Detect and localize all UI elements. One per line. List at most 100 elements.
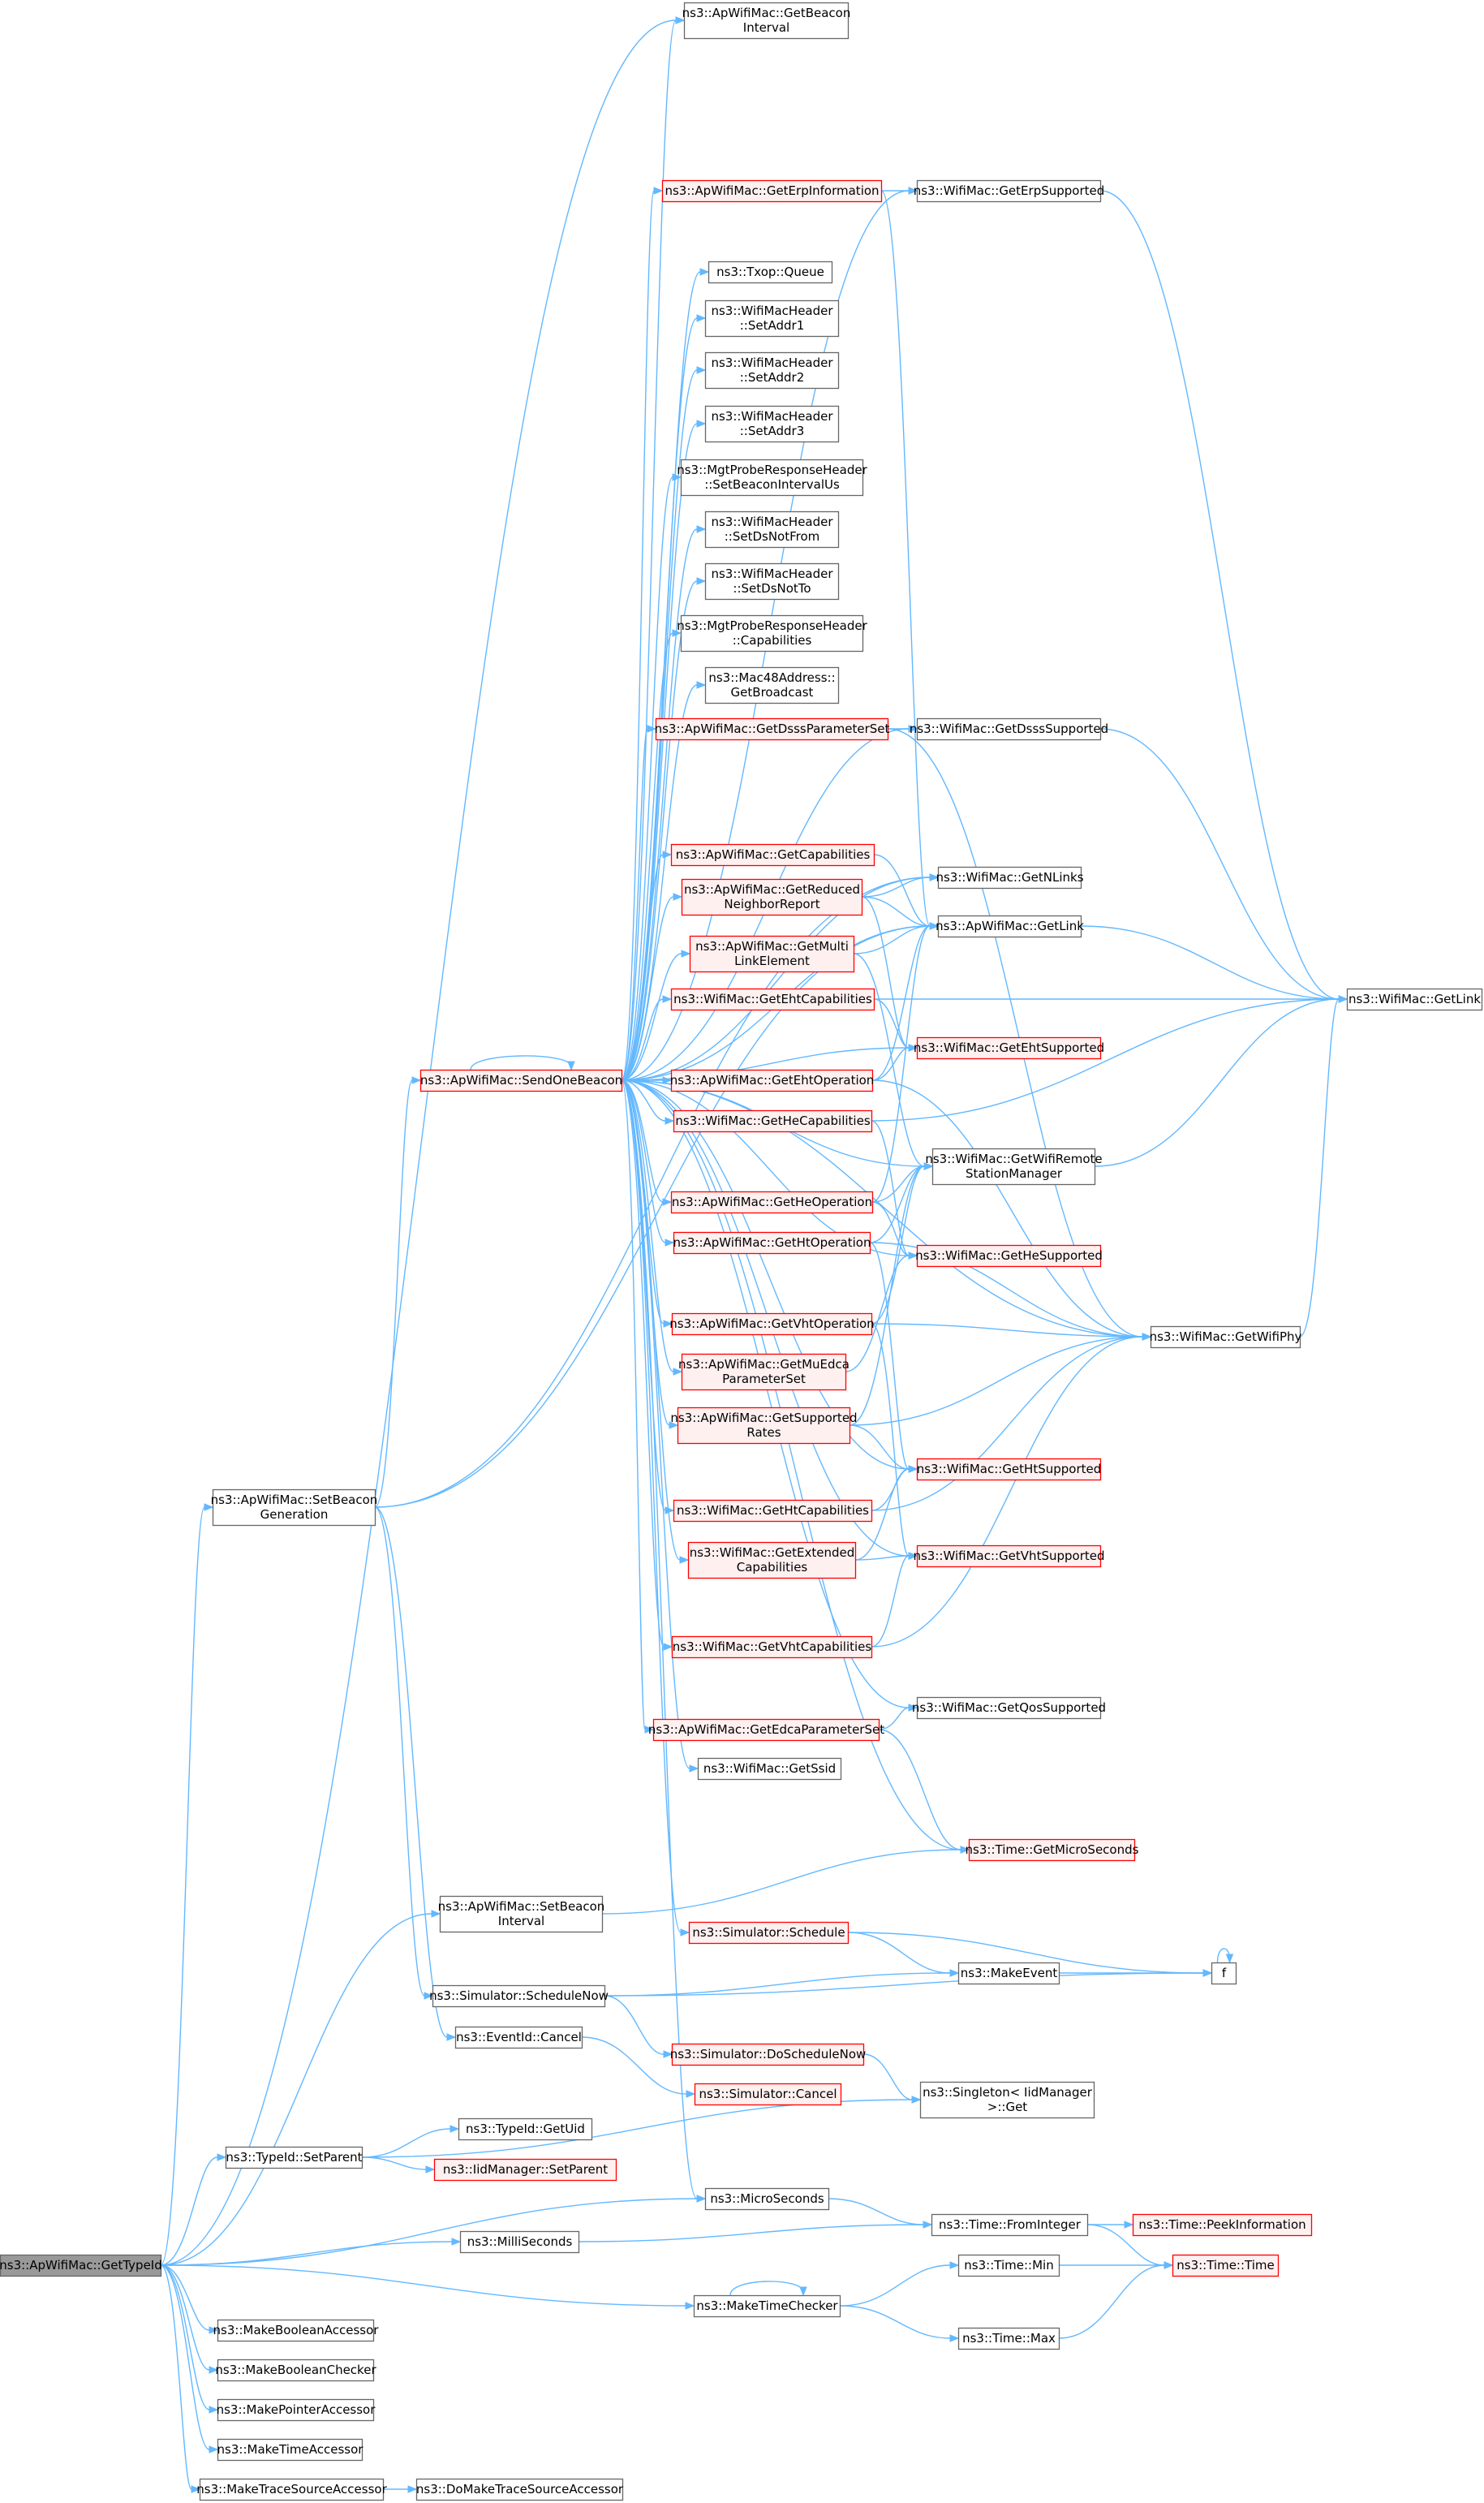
node-box xyxy=(670,843,875,867)
node-box xyxy=(688,1921,850,1945)
node-sendOneBeacon[interactable]: ns3::ApWifiMac::SendOneBeacon xyxy=(420,1069,622,1092)
node-box xyxy=(704,2187,830,2211)
node-makePtrAcc[interactable]: ns3::MakePointerAccessor xyxy=(217,2398,376,2422)
edge-root-to-makePtrAcc xyxy=(160,2264,219,2414)
node-typeIdSetParent[interactable]: ns3::TypeId::SetParent xyxy=(225,2146,363,2169)
node-setBeaconInterval[interactable]: ns3::ApWifiMac::SetBeaconInterval xyxy=(438,1895,605,1933)
edge-getVhtCap-to-getVhtSupported xyxy=(871,1552,918,1648)
node-getVhtSupported[interactable]: ns3::WifiMac::GetVhtSupported xyxy=(913,1544,1105,1568)
node-box xyxy=(1172,2254,1280,2277)
node-label: ns3::WifiMac::GetWifiRemote xyxy=(925,1152,1102,1166)
node-timeMax[interactable]: ns3::Time::Max xyxy=(957,2327,1060,2350)
node-getEdcaParam[interactable]: ns3::ApWifiMac::GetEdcaParameterSet xyxy=(648,1718,884,1742)
node-getHeCap[interactable]: ns3::WifiMac::GetHeCapabilities xyxy=(673,1109,873,1133)
node-getHtSupported[interactable]: ns3::WifiMac::GetHtSupported xyxy=(917,1458,1102,1481)
node-getNLinks[interactable]: ns3::WifiMac::GetNLinks xyxy=(936,866,1084,890)
node-label: ns3::MakeTimeChecker xyxy=(696,2298,838,2313)
node-makeTraceAcc[interactable]: ns3::MakeTraceSourceAccessor xyxy=(196,2478,388,2501)
node-makeBoolAcc[interactable]: ns3::MakeBooleanAccessor xyxy=(213,2319,380,2342)
node-wifiGetLink[interactable]: ns3::WifiMac::GetLink xyxy=(1346,988,1483,1011)
node-box xyxy=(217,2319,375,2342)
node-simScheduleNow[interactable]: ns3::Simulator::ScheduleNow xyxy=(429,1984,609,2008)
node-getMicroSeconds[interactable]: ns3::Time::GetMicroSeconds xyxy=(966,1838,1139,1862)
node-box xyxy=(217,2438,363,2462)
node-setBeaconIntervalUs[interactable]: ns3::MgtProbeResponseHeader::SetBeaconIn… xyxy=(677,459,868,497)
node-capabilities[interactable]: ns3::MgtProbeResponseHeader::Capabilitie… xyxy=(677,614,868,653)
node-getEhtCap[interactable]: ns3::WifiMac::GetEhtCapabilities xyxy=(670,988,875,1011)
node-getSsid[interactable]: ns3::WifiMac::GetSsid xyxy=(697,1757,842,1781)
node-setAddr3[interactable]: ns3::WifiMacHeader::SetAddr3 xyxy=(704,405,840,443)
node-apGetLink[interactable]: ns3::ApWifiMac::GetLink xyxy=(936,915,1084,938)
node-label: ::SetDsNotFrom xyxy=(725,529,820,544)
node-makeTimeChecker[interactable]: ns3::MakeTimeChecker xyxy=(693,2294,841,2318)
node-label: ::SetAddr3 xyxy=(740,424,805,438)
node-getHeSupported[interactable]: ns3::WifiMac::GetHeSupported xyxy=(915,1244,1103,1268)
node-txopQueue[interactable]: ns3::Txop::Queue xyxy=(708,261,833,284)
node-getVhtOp[interactable]: ns3::ApWifiMac::GetVhtOperation xyxy=(669,1312,875,1336)
node-singletonGet[interactable]: ns3::Singleton< IidManager>::Get xyxy=(919,2081,1095,2119)
node-getDsssParam[interactable]: ns3::ApWifiMac::GetDsssParameterSet xyxy=(655,717,890,741)
node-label: ns3::MgtProbeResponseHeader xyxy=(677,618,867,633)
node-label: ns3::ApWifiMac::GetReduced xyxy=(684,882,860,897)
node-simSchedule[interactable]: ns3::Simulator::Schedule xyxy=(688,1921,850,1945)
node-setAddr2[interactable]: ns3::WifiMacHeader::SetAddr2 xyxy=(704,351,840,390)
node-getEhtSupported[interactable]: ns3::WifiMac::GetEhtSupported xyxy=(914,1036,1104,1060)
edge-sendOneBeacon-to-getMuEdca xyxy=(621,1079,683,1376)
node-simCancel[interactable]: ns3::Simulator::Cancel xyxy=(694,2083,842,2106)
node-getErpSupported[interactable]: ns3::WifiMac::GetErpSupported xyxy=(914,179,1105,203)
edge-root-to-makeBoolAcc xyxy=(160,2264,219,2334)
node-getCapabilities[interactable]: ns3::ApWifiMac::GetCapabilities xyxy=(670,843,875,867)
node-box xyxy=(1132,2213,1313,2237)
edge-sendOneBeacon-to-setBeaconIntervalUs xyxy=(621,473,682,1081)
node-iidSetParent[interactable]: ns3::IidManager::SetParent xyxy=(433,2158,617,2182)
node-makeBoolChk[interactable]: ns3::MakeBooleanChecker xyxy=(215,2359,376,2382)
node-getBroadcast[interactable]: ns3::Mac48Address::GetBroadcast xyxy=(704,666,840,704)
node-box xyxy=(217,2398,375,2422)
node-fromInteger[interactable]: ns3::Time::FromInteger xyxy=(931,2213,1089,2237)
node-setDsNotTo[interactable]: ns3::WifiMacHeader::SetDsNotTo xyxy=(704,562,840,601)
node-label: Interval xyxy=(498,1914,544,1928)
node-setDsNotFrom[interactable]: ns3::WifiMacHeader::SetDsNotFrom xyxy=(704,511,840,549)
node-makeEvent[interactable]: ns3::MakeEvent xyxy=(957,1962,1060,1985)
node-timeTime[interactable]: ns3::Time::Time xyxy=(1172,2254,1280,2277)
node-setAddr1[interactable]: ns3::WifiMacHeader::SetAddr1 xyxy=(704,299,840,338)
node-getVhtCap[interactable]: ns3::WifiMac::GetVhtCapabilities xyxy=(671,1635,873,1659)
node-box xyxy=(670,1069,874,1092)
node-eventCancel[interactable]: ns3::EventId::Cancel xyxy=(454,2026,583,2049)
node-box xyxy=(670,988,875,1011)
edge-sendOneBeacon-to-getCapabilities xyxy=(621,851,673,1081)
node-getEhtOp[interactable]: ns3::ApWifiMac::GetEhtOperation xyxy=(670,1069,875,1092)
node-getWifiPhy[interactable]: ns3::WifiMac::GetWifiPhy xyxy=(1150,1325,1302,1349)
node-makeTimeAcc[interactable]: ns3::MakeTimeAccessor xyxy=(217,2438,364,2462)
node-getHtOp[interactable]: ns3::ApWifiMac::GetHtOperation xyxy=(673,1231,871,1255)
node-getErpInfo[interactable]: ns3::ApWifiMac::GetErpInformation xyxy=(661,179,883,203)
node-f[interactable]: f xyxy=(1211,1962,1237,1985)
edge-timeMax-to-timeTime xyxy=(1058,2261,1174,2339)
node-box xyxy=(433,2158,617,2182)
node-getHeOp[interactable]: ns3::ApWifiMac::GetHeOperation xyxy=(670,1191,874,1214)
node-typeIdGetUid[interactable]: ns3::TypeId::GetUid xyxy=(458,2117,593,2141)
node-root[interactable]: ns3::ApWifiMac::GetTypeId xyxy=(0,2254,162,2277)
node-box xyxy=(1346,988,1483,1011)
node-getQosSupported[interactable]: ns3::WifiMac::GetQosSupported xyxy=(912,1696,1106,1720)
edge-getEdcaParam-to-getMicroSeconds xyxy=(878,1729,970,1854)
node-timeMin[interactable]: ns3::Time::Min xyxy=(957,2254,1060,2277)
node-getDsssSupported[interactable]: ns3::WifiMac::GetDsssSupported xyxy=(910,717,1108,741)
node-milliSeconds[interactable]: ns3::MilliSeconds xyxy=(459,2230,580,2254)
node-peekInfo[interactable]: ns3::Time::PeekInformation xyxy=(1132,2213,1313,2237)
edge-sendOneBeacon-to-setDsNotTo xyxy=(621,577,707,1081)
node-getWifiRSM[interactable]: ns3::WifiMac::GetWifiRemoteStationManage… xyxy=(925,1148,1103,1186)
node-box xyxy=(937,866,1082,890)
node-getHtCap[interactable]: ns3::WifiMac::GetHtCapabilities xyxy=(673,1499,873,1523)
node-simDoScheduleNow[interactable]: ns3::Simulator::DoScheduleNow xyxy=(670,2043,867,2066)
node-doMakeTraceAcc[interactable]: ns3::DoMakeTraceSourceAccessor xyxy=(415,2478,624,2501)
node-microSeconds[interactable]: ns3::MicroSeconds xyxy=(704,2187,830,2211)
node-box xyxy=(415,2478,624,2501)
